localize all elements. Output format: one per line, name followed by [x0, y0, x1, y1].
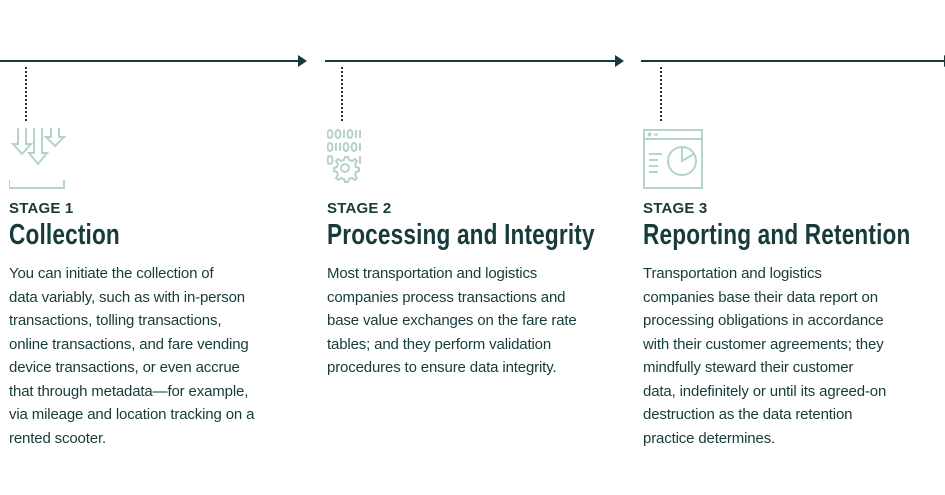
text-line: device transactions, or even accrue — [9, 359, 240, 376]
text-line: companies base their data report on — [643, 288, 878, 306]
text-line: data variably, such as with in-person — [9, 288, 245, 306]
text-line: destruction as the data retention — [643, 406, 853, 423]
arrow-head-icon — [615, 55, 624, 67]
stage-description: Most transportation and logistics compan… — [327, 262, 627, 380]
arrow-head-icon — [298, 55, 307, 67]
text-line: with their customer agreements; they — [643, 335, 884, 353]
text-line: tables; and they perform validation — [327, 335, 552, 353]
dotted-connector-1 — [25, 67, 27, 121]
text-line: You can initiate the collection of — [9, 265, 214, 282]
text-line: rented scooter. — [9, 429, 106, 447]
report-window-pie-icon — [643, 129, 703, 189]
text-line: that through metadata—for example, — [9, 382, 249, 400]
timeline-arrow-3 — [641, 55, 945, 67]
stage-1: STAGE 1 Collection You can initiate the … — [9, 128, 309, 450]
stage-label: STAGE 2 — [327, 200, 392, 217]
stage-title: Reporting and Retention — [643, 219, 911, 251]
stage-2: STAGE 2 Processing and Integrity Most tr… — [327, 128, 627, 380]
stage-description: You can initiate the collection of data … — [9, 262, 309, 450]
stage-title: Processing and Integrity — [327, 219, 595, 251]
binary-gear-icon — [327, 129, 361, 183]
text-line: companies process transactions and — [327, 288, 566, 306]
text-line: procedures to ensure data integrity. — [327, 359, 557, 376]
stage-label: STAGE 3 — [643, 200, 708, 217]
text-line: base value exchanges on the fare rate — [327, 312, 577, 329]
text-line: mindfully steward their customer — [643, 359, 854, 376]
stage-title: Collection — [9, 219, 120, 251]
stage-label: STAGE 1 — [9, 200, 74, 217]
text-line: processing obligations in accordance — [643, 312, 884, 329]
download-arrows-icon — [9, 128, 67, 189]
stage-description: Transportation and logistics companies b… — [643, 262, 943, 450]
text-line: Transportation and logistics — [643, 265, 822, 282]
stage-3: STAGE 3 Reporting and Retention Transpor… — [643, 128, 943, 450]
text-line: transactions, tolling transactions, — [9, 312, 222, 329]
text-line: data, indefinitely or until its agreed-o… — [643, 382, 887, 400]
text-line: practice determines. — [643, 429, 776, 447]
text-line: via mileage and location tracking on a — [9, 406, 255, 423]
timeline-arrow-2 — [325, 55, 624, 67]
text-line: Most transportation and logistics — [327, 265, 538, 282]
timeline-arrow-1 — [0, 55, 307, 67]
text-line: online transactions, and fare vending — [9, 335, 249, 353]
dotted-connector-3 — [660, 67, 662, 121]
dotted-connector-2 — [341, 67, 343, 121]
